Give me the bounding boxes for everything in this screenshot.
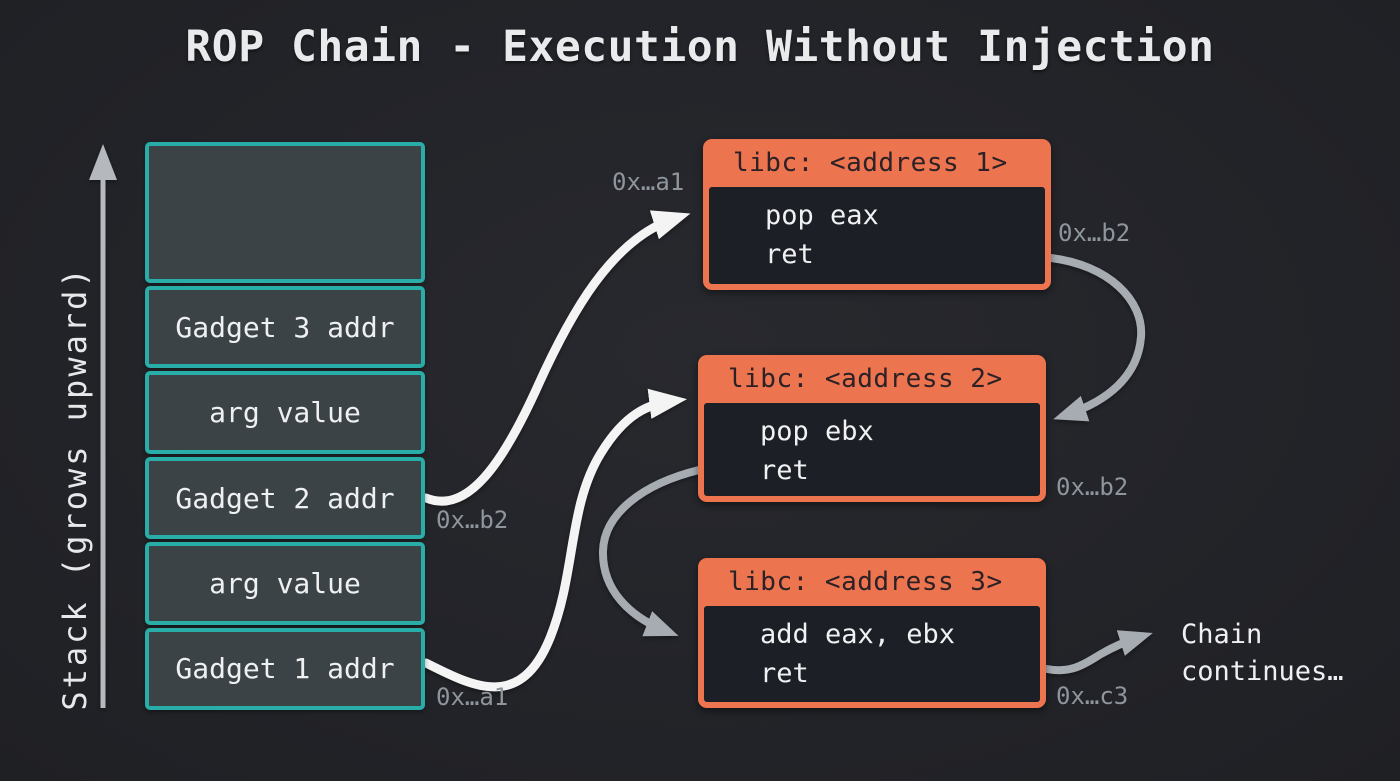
libc-gadget-3-body: add eax, ebx ret [704,606,1040,702]
libc-gadget-1-body: pop eax ret [709,187,1045,284]
gadget-3-ret: ret [760,658,809,689]
arrow-libc1-to-libc2 [1047,254,1146,422]
libc-gadget-2-header: libc: <address 2> [728,364,1003,394]
libc-gadget-box-1: libc: <address 1> pop eax ret [703,139,1051,290]
arrow-stack-to-libc1 [421,210,691,506]
stack-cell-gadget2: Gadget 2 addr [145,456,425,540]
gadget-3-instruction: add eax, ebx [760,619,956,650]
arrow-stack-to-libc2 [421,388,688,692]
address-label-libc2-exit: 0x…b2 [1056,473,1129,501]
address-label-stack-gadget2: 0x…b2 [436,506,509,534]
diagram-title: ROP Chain - Execution Without Injection [185,22,1215,72]
stack-cell-arg1: arg value [145,542,425,625]
libc-gadget-box-2: libc: <address 2> pop ebx ret [698,355,1046,502]
libc-gadget-2-body: pop ebx ret [704,403,1040,496]
address-label-stack-gadget1: 0x…a1 [436,683,509,711]
stack-axis-label: Stack (grows upward) [56,265,94,711]
chain-continues-note: Chain continues… [1181,619,1344,687]
gadget-2-instruction: pop ebx [760,416,874,447]
address-label-libc1-exit: 0x…b2 [1058,219,1131,247]
stack-cell-gadget3: Gadget 3 addr [145,286,425,369]
gadget-2-ret: ret [760,455,809,486]
stack-box: Gadget 3 addr arg value Gadget 2 addr ar… [145,142,425,711]
gadget-1-ret: ret [765,239,814,270]
stack-cell-arg2: arg value [145,371,425,454]
address-label-libc3-exit: 0x…c3 [1056,682,1129,710]
stack-growth-arrowhead-icon [89,144,117,180]
libc-gadget-1-header: libc: <address 1> [733,148,1008,178]
stack-cell-gadget1: Gadget 1 addr [145,627,425,711]
arrow-libc3-to-chain [1043,630,1153,675]
stack-cell-empty [145,142,425,283]
arrow-libc2-to-libc3 [598,466,703,637]
gadget-1-instruction: pop eax [765,200,879,231]
libc-gadget-box-3: libc: <address 3> add eax, ebx ret [698,558,1046,708]
address-label-libc1-entry: 0x…a1 [612,168,685,196]
libc-gadget-3-header: libc: <address 3> [728,567,1003,597]
